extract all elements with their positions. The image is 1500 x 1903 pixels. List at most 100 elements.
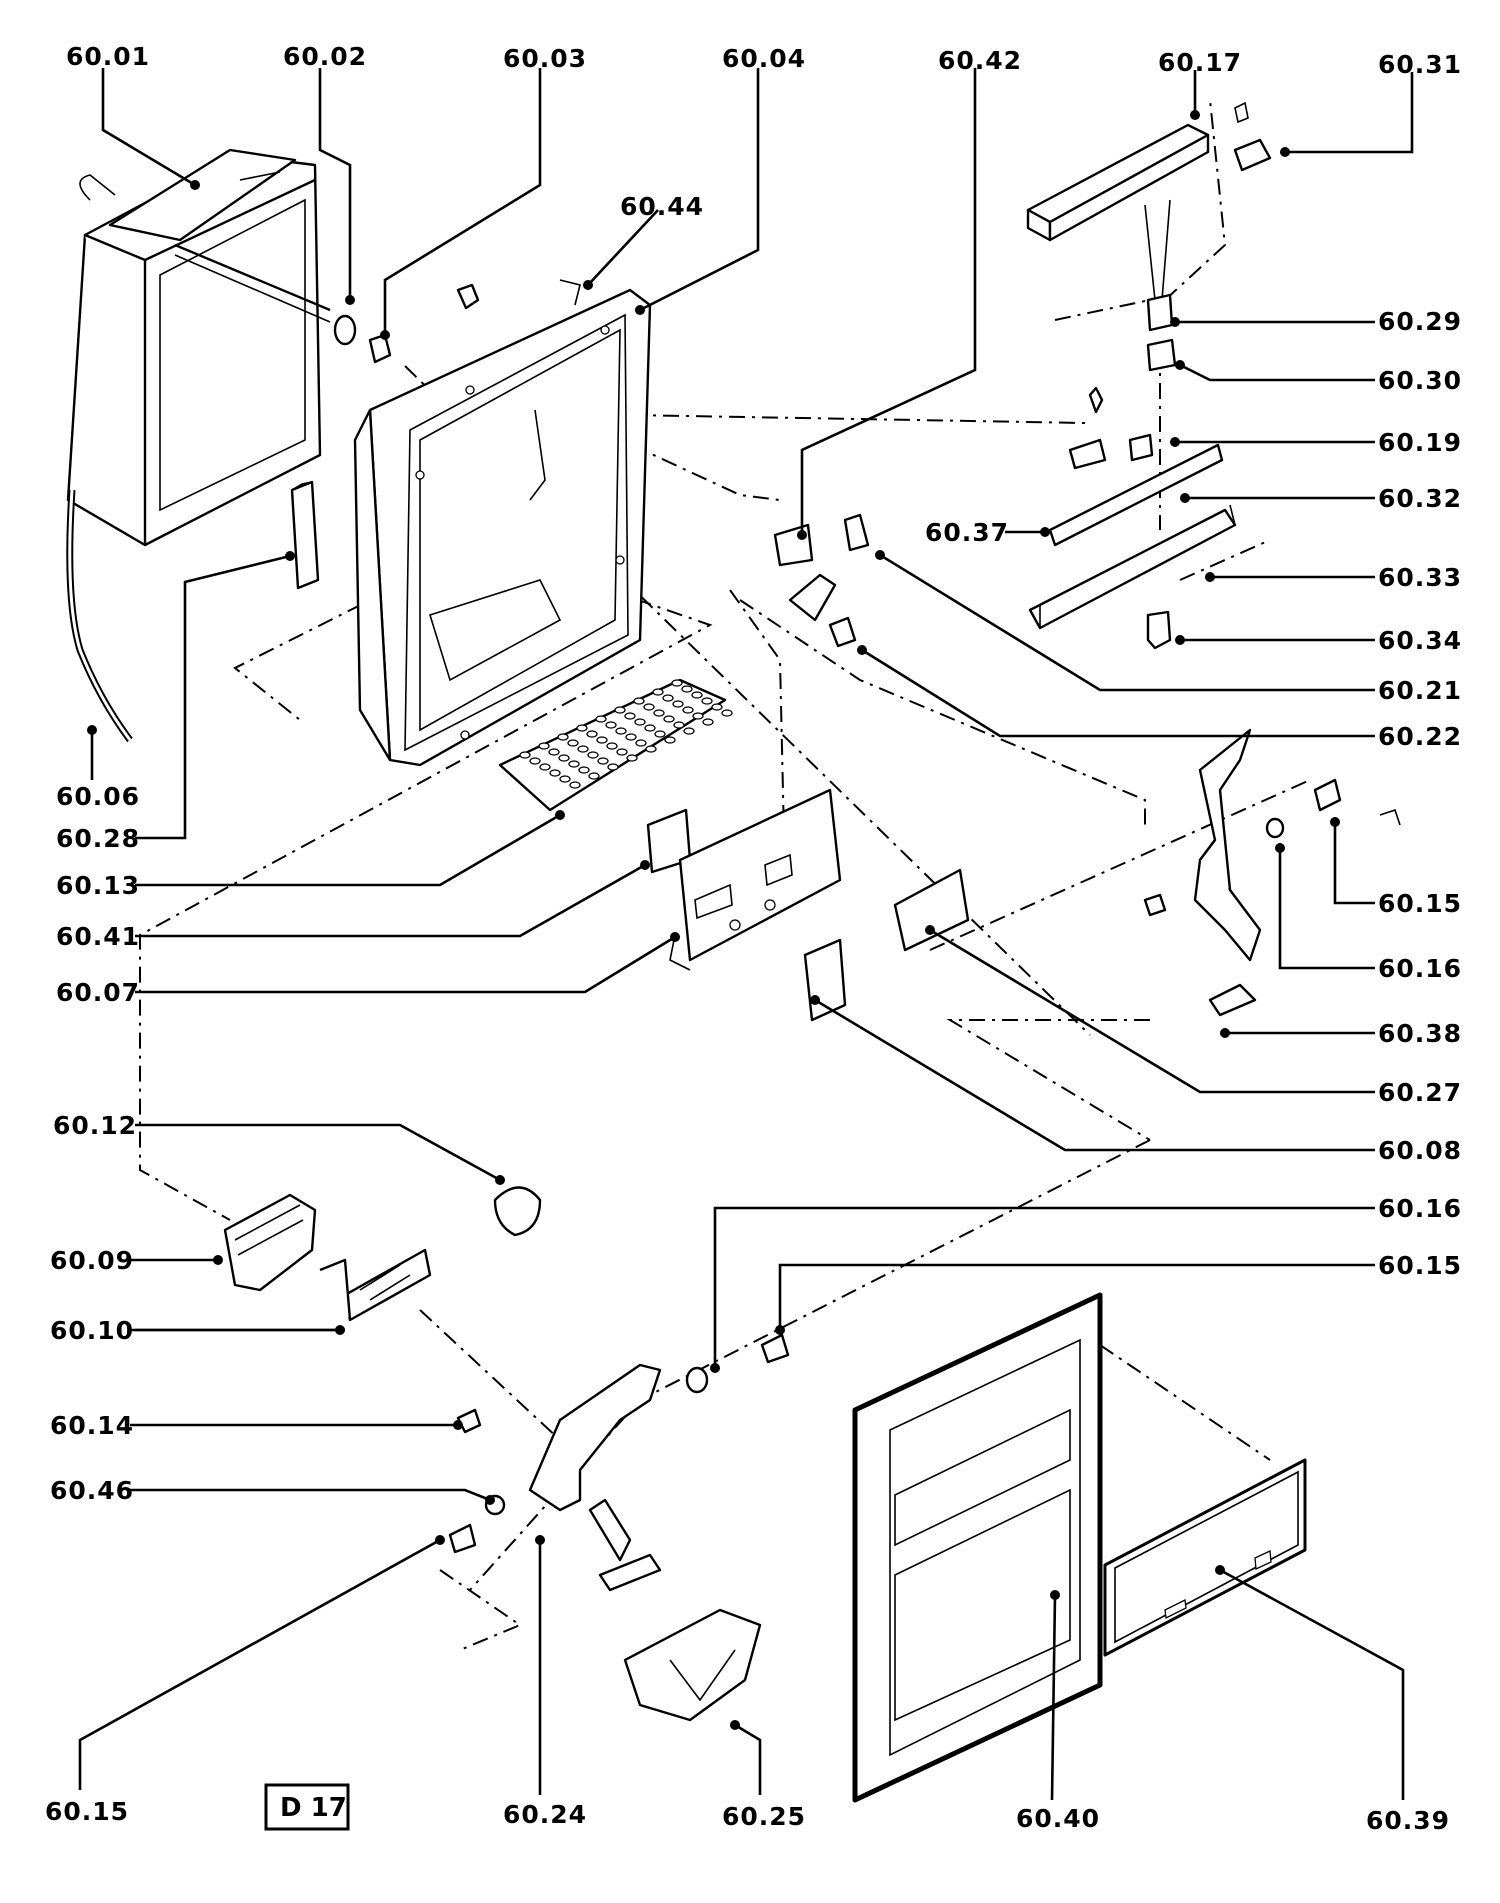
callout-60-01: 60.01: [66, 42, 150, 71]
callout-60-29: 60.29: [1378, 307, 1462, 336]
callout-60-25: 60.25: [722, 1802, 806, 1831]
plug-34: [1146, 610, 1172, 650]
grille-hole: [538, 742, 550, 750]
grille-hole: [588, 772, 600, 780]
callout-60-14: 60.14: [50, 1411, 134, 1440]
top-rail: [1026, 123, 1210, 242]
callout-labels: 60.01 60.02 60.03 60.04 60.42 60.17 60.3…: [45, 42, 1462, 1835]
dispenser-lever: [1143, 728, 1262, 1017]
clip-15-a: [1313, 778, 1342, 812]
grille-hole: [595, 715, 607, 723]
callout-60-34: 60.34: [1378, 626, 1462, 655]
grille-hole: [633, 697, 645, 705]
latch-21: [843, 513, 870, 552]
foam-block: [290, 480, 320, 590]
callout-60-15-upper: 60.15: [1378, 889, 1462, 918]
callout-60-15-lower: 60.15: [45, 1797, 129, 1826]
callout-60-24: 60.24: [503, 1800, 587, 1829]
grille-hole: [701, 697, 713, 705]
callout-60-08: 60.08: [1378, 1136, 1462, 1165]
grille-hole: [681, 685, 693, 693]
wire-leads: [1144, 199, 1171, 301]
grille-hole: [671, 679, 683, 687]
grommet: [333, 314, 357, 346]
grille-hole: [519, 751, 531, 759]
grille-hole: [673, 721, 685, 729]
grille-hole: [634, 718, 646, 726]
grille-hole: [662, 694, 674, 702]
micro-switch: [1233, 138, 1272, 172]
grille-hole: [615, 727, 627, 735]
bracket-19: [1068, 438, 1107, 470]
grille-hole: [624, 712, 636, 720]
grille-hole: [654, 730, 666, 738]
clip-15-c: [448, 1523, 477, 1554]
callout-60-07: 60.07: [56, 978, 140, 1007]
plug-small: [456, 283, 480, 310]
grille-hole: [653, 709, 665, 717]
grille-hole: [607, 763, 619, 771]
callout-60-38: 60.38: [1378, 1019, 1462, 1048]
callout-60-44: 60.44: [620, 192, 704, 221]
side-bracket: [893, 868, 970, 952]
grille-hole: [576, 724, 588, 732]
grille-hole: [626, 754, 638, 762]
diagram-id-badge: D 17: [264, 1783, 350, 1831]
callout-60-15-middle: 60.15: [1378, 1251, 1462, 1280]
grille-hole: [539, 763, 551, 771]
leader-dots: [87, 110, 1340, 1730]
callout-60-04: 60.04: [722, 44, 806, 73]
callout-60-21: 60.21: [1378, 676, 1462, 705]
slide-bracket: [319, 1248, 432, 1322]
callout-60-16-middle: 60.16: [1378, 1194, 1462, 1223]
drip-cup: [623, 1608, 762, 1722]
door-panel: [852, 1292, 1103, 1803]
parts: [66, 101, 1401, 1803]
grille-hole: [606, 742, 618, 750]
grille-hole: [664, 736, 676, 744]
grille-hole: [711, 703, 723, 711]
grille-hole: [672, 700, 684, 708]
latch-22: [788, 573, 837, 622]
grille-hole: [645, 745, 657, 753]
main-frame: [353, 279, 652, 767]
callout-60-19: 60.19: [1378, 428, 1462, 457]
grille-hole: [691, 691, 703, 699]
grille-hole: [644, 724, 656, 732]
callout-60-33: 60.33: [1378, 563, 1462, 592]
grille-hole: [529, 757, 541, 765]
switch-block: [1128, 433, 1154, 462]
callout-60-42: 60.42: [938, 46, 1022, 75]
callout-60-09: 60.09: [50, 1246, 134, 1275]
grille-hole: [587, 751, 599, 759]
grille-hole: [586, 730, 598, 738]
spring-16-a: [1265, 817, 1285, 839]
grille-hole: [643, 703, 655, 711]
callout-60-39: 60.39: [1366, 1806, 1450, 1835]
grille-hole: [682, 706, 694, 714]
callout-60-22: 60.22: [1378, 722, 1462, 751]
grille-hole: [596, 736, 608, 744]
callout-60-17: 60.17: [1158, 48, 1242, 77]
callout-60-30: 60.30: [1378, 366, 1462, 395]
cap-30: [1146, 338, 1177, 372]
grille-hole: [577, 745, 589, 753]
callout-60-06: 60.06: [56, 782, 140, 811]
clip-15-b: [760, 1333, 790, 1364]
grille-hole: [663, 715, 675, 723]
callout-60-31: 60.31: [1378, 50, 1462, 79]
grille-hole: [605, 721, 617, 729]
callout-60-03: 60.03: [503, 44, 587, 73]
leader-lines: [78, 68, 1414, 1801]
plate-32: [1048, 443, 1224, 547]
callout-60-02: 60.02: [283, 42, 367, 71]
disc-12: [493, 1186, 542, 1237]
grille-hole: [567, 739, 579, 747]
clip-42: [773, 523, 814, 567]
grille-hole: [625, 733, 637, 741]
callout-60-41: 60.41: [56, 922, 140, 951]
grille-hole: [568, 760, 580, 768]
cam-22: [828, 616, 857, 648]
grille-hole: [549, 769, 561, 777]
